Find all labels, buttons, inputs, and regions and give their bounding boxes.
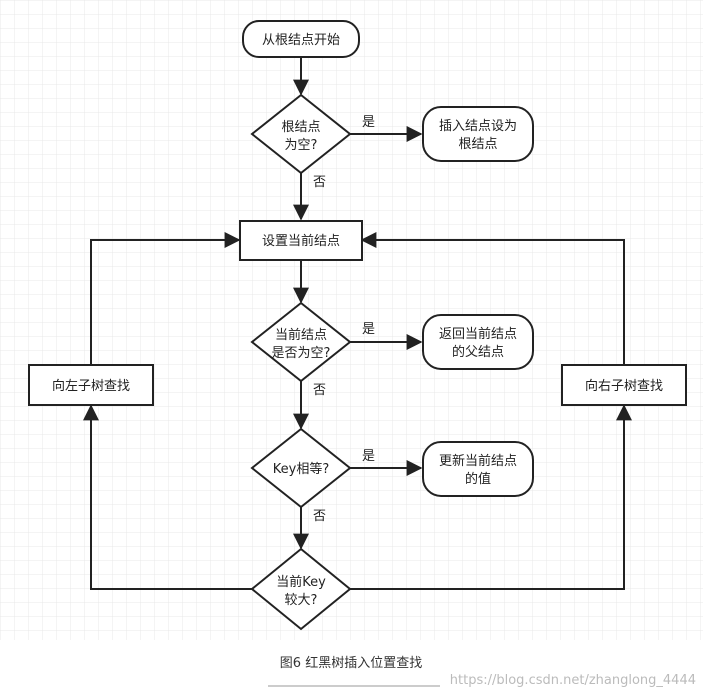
node-go-left-text: 向左子树查找 (52, 378, 130, 394)
figure-caption: 图6 红黑树插入位置查找 (280, 655, 422, 671)
label-yes-key: 是 (362, 449, 375, 464)
node-return-parent-line2: 的父结点 (452, 344, 504, 360)
node-return-parent: 返回当前结点 的父结点 (422, 314, 534, 370)
node-go-left: 向左子树查找 (28, 364, 154, 406)
label-yes-root: 是 (362, 115, 375, 130)
node-insert-root-line1: 插入结点设为 (439, 119, 517, 134)
node-insert-root-line2: 根结点 (458, 137, 497, 152)
label-yes-cur: 是 (362, 322, 375, 337)
label-no-key: 否 (313, 509, 326, 524)
node-set-current-text: 设置当前结点 (262, 233, 340, 249)
node-go-right-text: 向右子树查找 (585, 378, 663, 394)
node-key-greater: 当前Key 较大? (250, 547, 352, 631)
node-update-line2: 的值 (465, 471, 491, 487)
node-insert-root: 插入结点设为 根结点 (422, 106, 534, 162)
node-update-line1: 更新当前结点 (439, 453, 517, 469)
node-key-equal: Key相等? (250, 427, 352, 509)
grid-background (0, 0, 703, 640)
edges (83, 57, 632, 590)
edge-right-to-set-current (360, 232, 625, 372)
watermark: https://blog.csdn.net/zhanglong_4444 (450, 673, 696, 688)
node-cur-empty-line2: 是否为空? (272, 346, 331, 361)
node-start-text: 从根结点开始 (262, 33, 340, 48)
node-cur-empty-line1: 当前结点 (275, 327, 327, 343)
node-go-right: 向右子树查找 (561, 364, 687, 406)
edge-key-greater-right (348, 404, 632, 590)
label-no-cur: 否 (313, 383, 326, 398)
node-cur-empty: 当前结点 是否为空? (250, 301, 352, 383)
node-root-empty-line2: 为空? (285, 138, 318, 153)
edge-left-to-set-current (90, 232, 241, 372)
node-set-current: 设置当前结点 (239, 220, 363, 261)
node-return-parent-line1: 返回当前结点 (439, 326, 517, 342)
node-update: 更新当前结点 的值 (422, 441, 534, 497)
edge-key-greater-left (83, 404, 254, 590)
node-root-empty: 根结点 为空? (250, 93, 352, 175)
node-root-empty-line1: 根结点 (281, 120, 320, 135)
label-no-root: 否 (313, 175, 326, 190)
node-key-greater-line1: 当前Key (276, 574, 326, 590)
node-key-equal-text: Key相等? (273, 461, 329, 477)
node-start: 从根结点开始 (242, 20, 360, 58)
node-key-greater-line2: 较大? (285, 593, 318, 608)
